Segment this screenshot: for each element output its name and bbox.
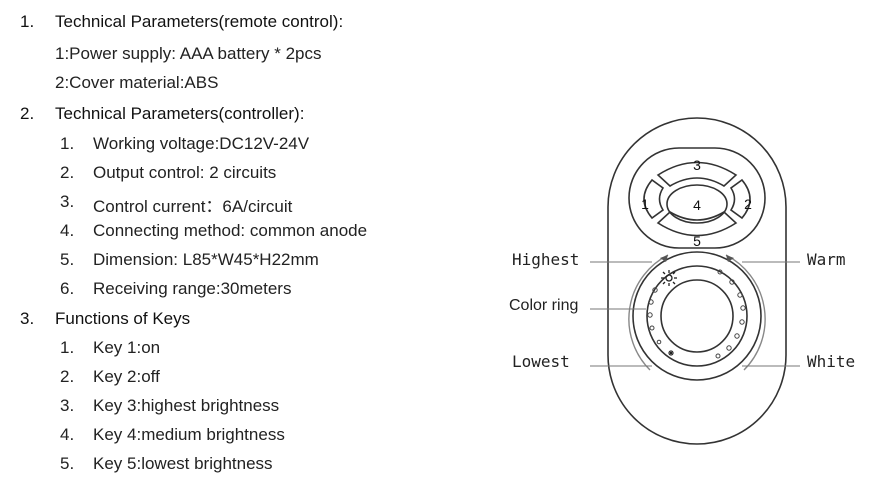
- spec-item-output-control: Output control: 2 circuits: [93, 163, 277, 182]
- key-3-button[interactable]: [656, 161, 738, 187]
- spec-item-number: 6.: [60, 279, 75, 298]
- key-item-4: Key 4:medium brightness: [93, 425, 285, 444]
- key-1-button[interactable]: [643, 178, 665, 220]
- key-item-number: 1.: [60, 338, 75, 357]
- spec-item-connecting-method: Connecting method: common anode: [93, 221, 368, 240]
- key-item-number: 5.: [60, 454, 75, 473]
- sun-high-icon: [661, 270, 677, 286]
- left-arrow-head: [660, 255, 668, 262]
- key-item-5: Key 5:lowest brightness: [93, 454, 273, 473]
- spec-item-working-voltage: Working voltage:DC12V-24V: [93, 134, 310, 153]
- spec-item-receiving-range: Receiving range:30meters: [93, 279, 292, 298]
- sun-low-icon: [668, 350, 674, 356]
- key-panel-outline: [628, 147, 766, 249]
- right-arrow-head: [726, 255, 734, 262]
- leader-lines: [590, 261, 800, 367]
- section-1-item-2: 2:Cover material:ABS: [55, 73, 219, 92]
- center-dial: [660, 279, 734, 353]
- label-lowest: Lowest: [512, 352, 570, 371]
- section-1-number: 1.: [20, 12, 35, 31]
- section-2-number: 2.: [20, 104, 35, 123]
- label-highest: Highest: [512, 250, 580, 269]
- spec-item-number: 5.: [60, 250, 75, 269]
- key-item-number: 4.: [60, 425, 75, 444]
- key-4-button[interactable]: [666, 184, 728, 224]
- left-rotation-arc: [628, 254, 669, 371]
- color-ring-inner: [646, 265, 748, 367]
- label-warm: Warm: [807, 250, 846, 269]
- color-ring-outer: [632, 251, 762, 381]
- remote-body-outline: [607, 117, 787, 445]
- key-2-label: 2: [744, 196, 752, 212]
- key-4-label: 4: [693, 197, 701, 213]
- label-white: White: [807, 352, 856, 371]
- label-color-ring: Color ring: [509, 297, 579, 314]
- key-item-1: Key 1:on: [93, 338, 161, 357]
- key-item-number: 3.: [60, 396, 75, 415]
- key-2-button[interactable]: [729, 178, 751, 220]
- section-2-title: Technical Parameters(controller):: [55, 104, 305, 123]
- key-1-label: 1: [641, 196, 649, 212]
- key-item-3: Key 3:highest brightness: [93, 396, 280, 415]
- section-1-item-1: 1:Power supply: AAA battery * 2pcs: [55, 44, 322, 63]
- key-5-button[interactable]: [656, 211, 738, 237]
- spec-item-number: 3.: [60, 192, 75, 211]
- spec-item-dimension: Dimension: L85*W45*H22mm: [93, 250, 319, 269]
- spec-item-number: 2.: [60, 163, 75, 182]
- section-1-title: Technical Parameters(remote control):: [55, 12, 344, 31]
- section-3-number: 3.: [20, 309, 35, 328]
- section-3-title: Functions of Keys: [55, 309, 191, 328]
- spec-item-number: 1.: [60, 134, 75, 153]
- key-5-label: 5: [693, 233, 701, 249]
- spec-item-number: 4.: [60, 221, 75, 240]
- key-item-number: 2.: [60, 367, 75, 386]
- brightness-dots: [647, 269, 746, 359]
- key-3-label: 3: [693, 157, 701, 173]
- key-item-2: Key 2:off: [93, 367, 160, 386]
- spec-item-control-current: Control current：6A/circuit: [93, 197, 293, 216]
- right-rotation-arc: [725, 254, 766, 371]
